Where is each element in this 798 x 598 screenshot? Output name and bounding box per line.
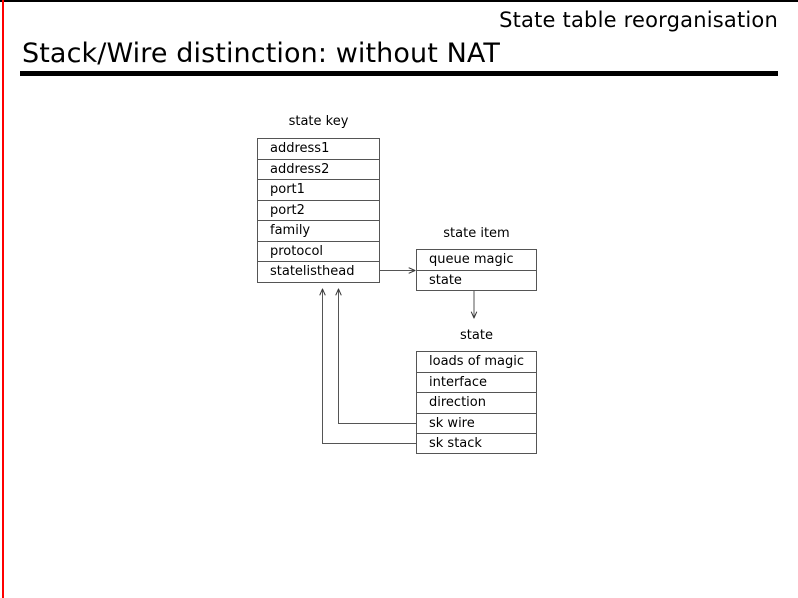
- state-key-field-address1: address1: [258, 139, 379, 160]
- state-item-caption: state item: [443, 226, 510, 241]
- state-field-direction: direction: [417, 393, 536, 414]
- slide-section-label: State table reorganisation: [499, 8, 778, 32]
- slide-left-accent-rule: [2, 0, 4, 598]
- state-key-field-statelisthead: statelisthead: [270, 264, 355, 279]
- state-field-sk-stack: sk stack: [429, 436, 482, 451]
- state-field-interface: interface: [417, 373, 536, 393]
- state-key-field-address2: address2: [258, 160, 379, 180]
- state-key-field-family: family: [258, 221, 379, 242]
- state-field-loads-of-magic: loads of magic: [417, 352, 536, 373]
- state-key-struct: address1 address2 port1 port2 family pro…: [257, 138, 380, 283]
- state-key-field-port2: port2: [258, 201, 379, 221]
- state-key-caption: state key: [288, 114, 349, 129]
- state-struct: loads of magic interface direction sk wi…: [416, 351, 537, 454]
- state-key-field-port1: port1: [258, 180, 379, 201]
- page-title: Stack/Wire distinction: without NAT: [22, 38, 500, 69]
- state-caption: state: [460, 328, 493, 343]
- state-item-struct: queue magic state: [416, 249, 537, 291]
- state-item-field-queue-magic: queue magic: [417, 250, 536, 271]
- state-key-field-protocol: protocol: [258, 242, 379, 262]
- state-field-sk-wire: sk wire: [417, 414, 536, 434]
- slide-top-border: [0, 0, 798, 2]
- connector-sk-wire-to-state-key: [339, 289, 416, 424]
- title-underline: [20, 71, 778, 76]
- state-item-field-state: state: [429, 272, 462, 288]
- connector-sk-stack-to-state-key: [323, 289, 416, 444]
